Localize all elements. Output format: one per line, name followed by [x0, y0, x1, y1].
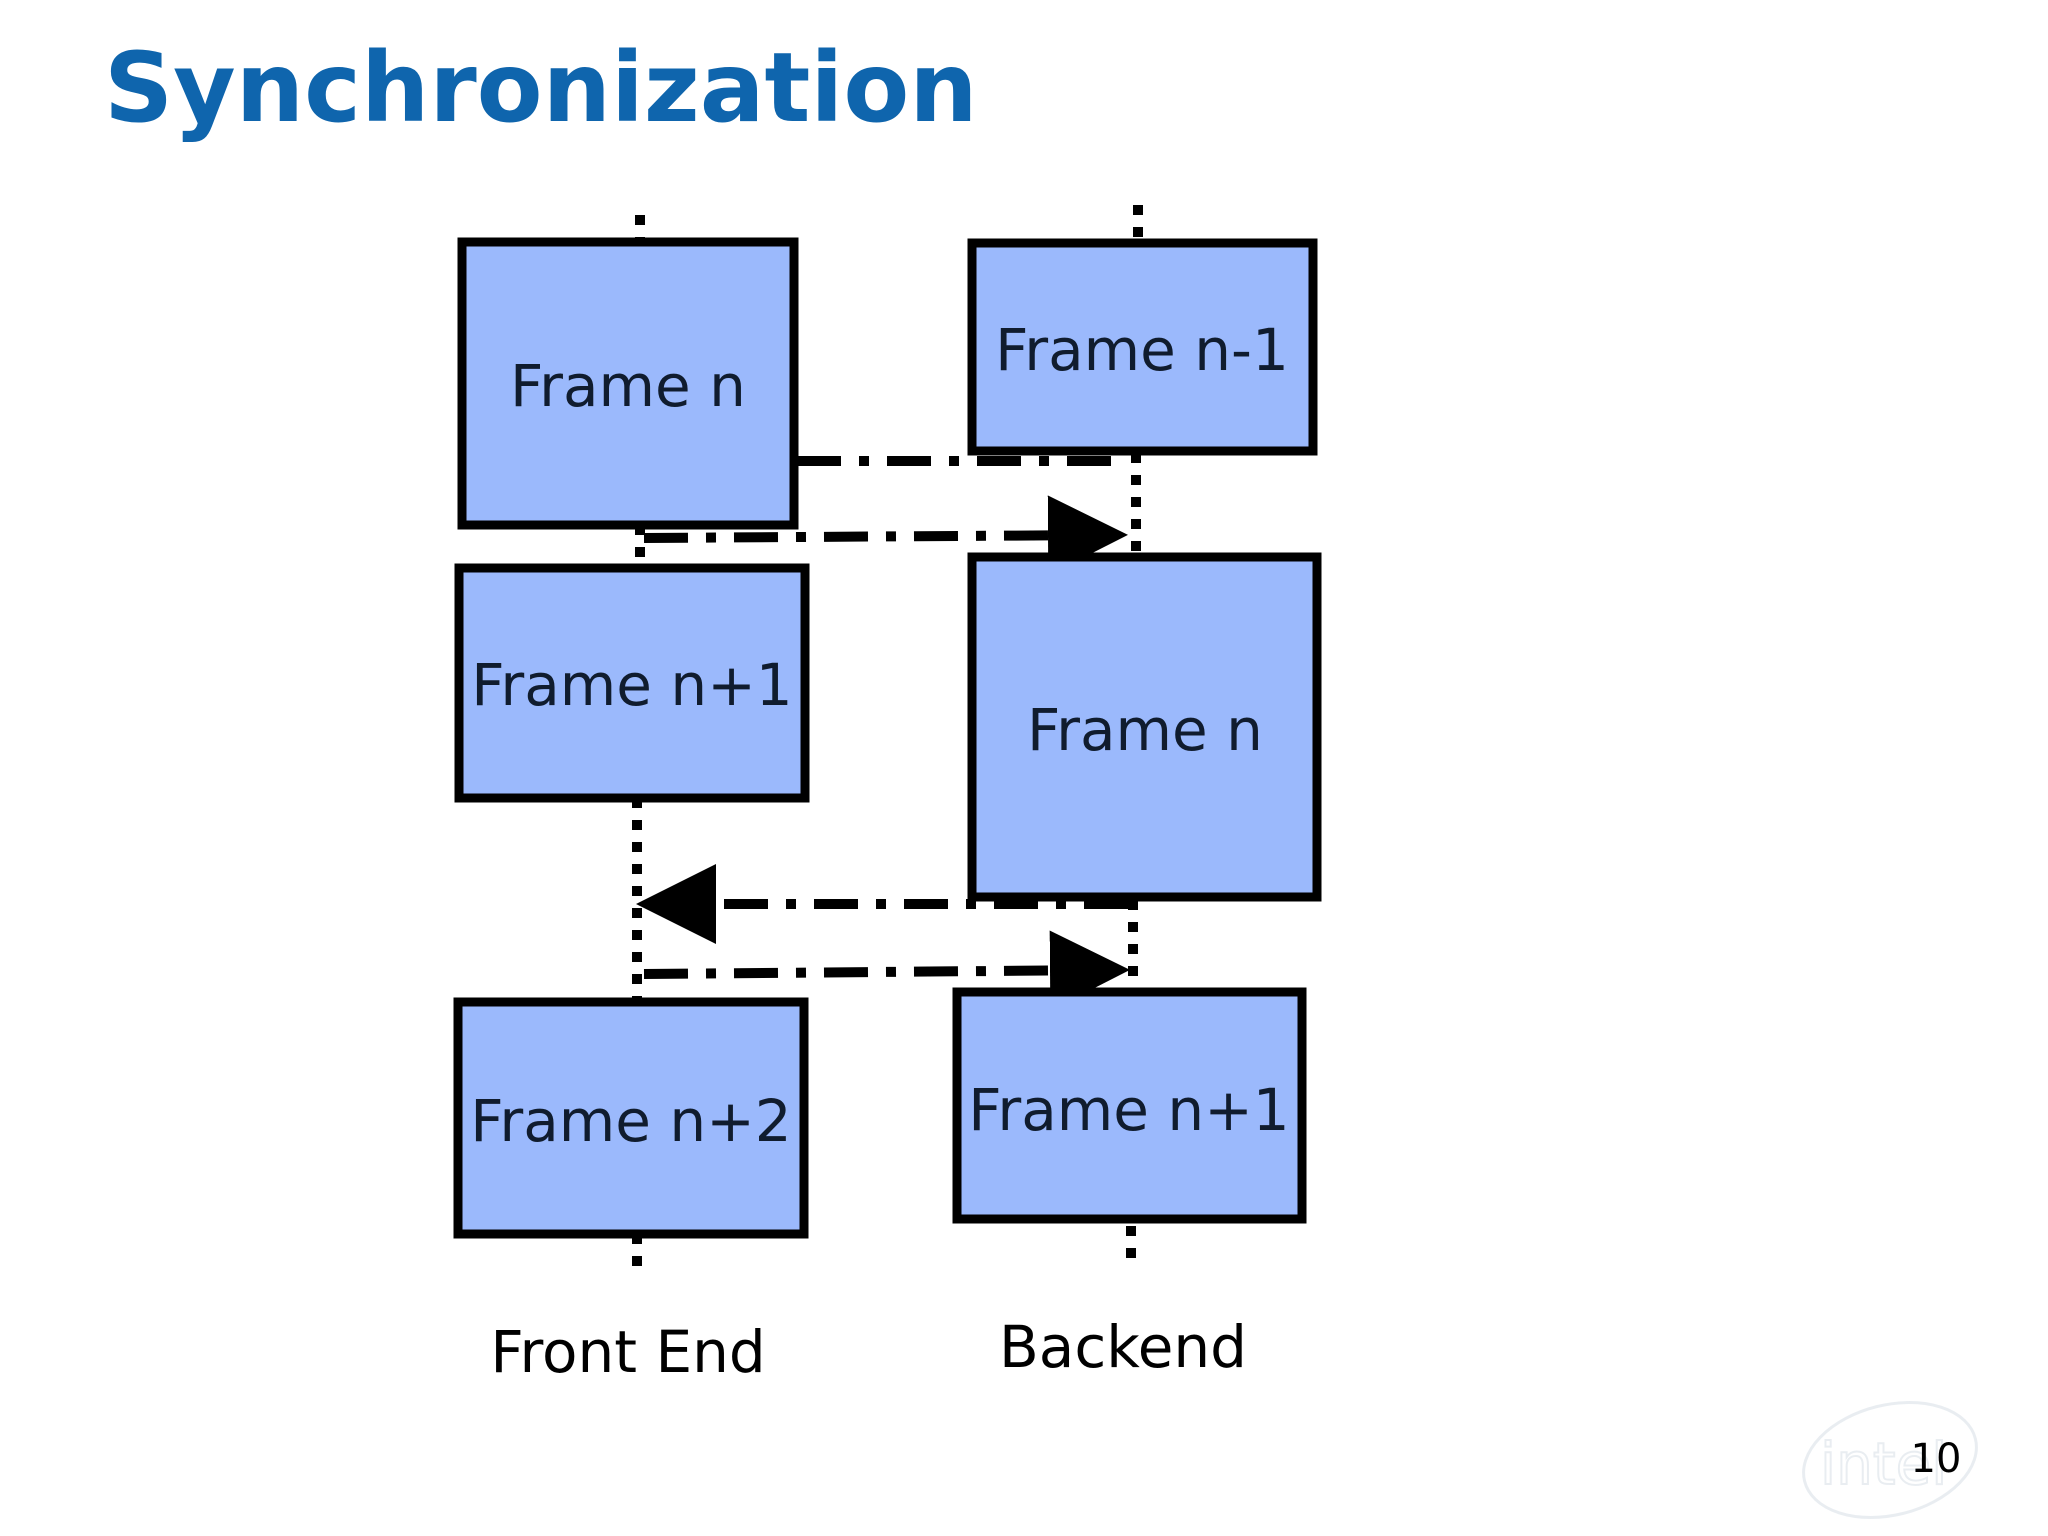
intel-logo-mark: intel	[1820, 1430, 1947, 1498]
backend-frame-n: Frame n	[967, 552, 1322, 902]
frame-label: Frame n	[1027, 696, 1263, 764]
page-number: 10	[1911, 1436, 1962, 1482]
frame-label: Frame n+1	[968, 1076, 1289, 1144]
front-end-label: Front End	[490, 1318, 765, 1386]
sync-arrow-front-to-back-1	[643, 495, 1128, 576]
front-end-timeline	[632, 215, 645, 1268]
intel-logo-icon: intel	[1802, 1401, 1978, 1519]
frame-box	[453, 997, 809, 1239]
frame-box	[967, 238, 1318, 456]
slide-title: Synchronization	[104, 32, 978, 144]
frame-box	[457, 237, 799, 530]
front-end-frame-n: Frame n	[457, 237, 799, 530]
frame-label: Frame n	[510, 352, 746, 420]
frame-box	[454, 563, 810, 803]
backend-label: Backend	[999, 1313, 1247, 1381]
sync-arrows	[636, 456, 1130, 1011]
frame-box	[952, 987, 1307, 1224]
frame-label: Frame n-1	[995, 316, 1289, 384]
frame-label: Frame n+1	[471, 651, 792, 719]
backend-frame-n-plus-1: Frame n+1	[952, 987, 1307, 1224]
intel-logo-ring	[1802, 1401, 1978, 1519]
front-end-frame-n-plus-2: Frame n+2	[453, 997, 809, 1239]
sync-arrow-front-to-back-2	[643, 930, 1130, 1011]
backend-frame-n-minus-1: Frame n-1	[967, 238, 1318, 456]
frame-box	[967, 552, 1322, 902]
front-end-frame-n-plus-1: Frame n+1	[454, 563, 810, 803]
frame-label: Frame n+2	[470, 1087, 791, 1155]
backend-timeline	[1126, 205, 1143, 1264]
